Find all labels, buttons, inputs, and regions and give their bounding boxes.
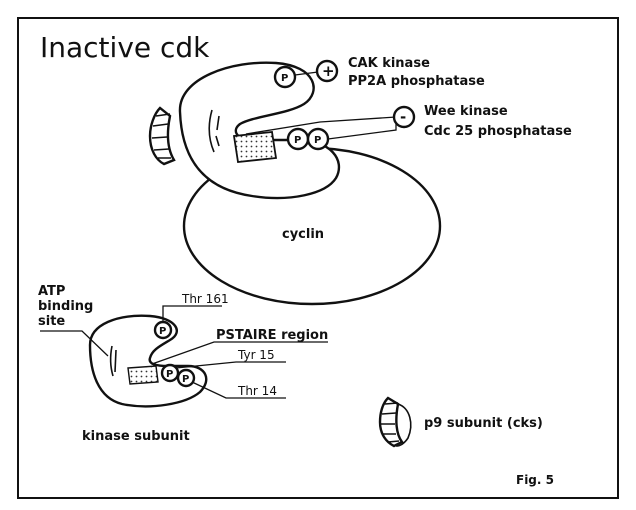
activator-plus-icon: + [317, 61, 337, 81]
svg-text:-: - [400, 108, 406, 126]
atp-label-line3: site [38, 314, 65, 329]
phospho-thr14-top: P [308, 129, 328, 149]
p9-barrel-icon [380, 398, 411, 446]
wee-kinase-label: Wee kinase [424, 104, 508, 119]
p9-barrel-top [150, 108, 174, 164]
svg-text:P: P [166, 369, 173, 380]
svg-text:P: P [281, 73, 288, 84]
cyclin-label: cyclin [282, 227, 324, 242]
phospho-tyr15-top: P [288, 129, 308, 149]
tyr15-label: Tyr 15 [237, 348, 275, 362]
svg-text:P: P [159, 326, 166, 337]
cdc25-phosphatase-label: Cdc 25 phosphatase [424, 124, 572, 139]
atp-label-line2: binding [38, 299, 93, 314]
substrate-block [234, 132, 276, 162]
substrate-block-small [128, 366, 158, 384]
p9-subunit-legend: p9 subunit (cks) [380, 398, 543, 446]
phospho-thr14: P [178, 370, 194, 386]
inhibitor-minus-icon: - [394, 107, 414, 127]
pp2a-phosphatase-label: PP2A phosphatase [348, 74, 485, 89]
svg-text:P: P [182, 374, 189, 385]
page-title: Inactive cdk [40, 31, 210, 64]
kinase-subunit-label: kinase subunit [82, 429, 190, 444]
kinase-subunit-diagram: P P P ATP binding site Thr 161 PSTAIRE r… [38, 284, 328, 444]
thr161-label: Thr 161 [181, 292, 229, 306]
svg-text:P: P [314, 135, 321, 146]
pstaire-label: PSTAIRE region [216, 328, 328, 343]
inactive-cdk-complex: cyclin P P P + CAK [150, 56, 572, 304]
svg-text:P: P [294, 135, 301, 146]
thr14-label: Thr 14 [237, 384, 277, 398]
figure-label: Fig. 5 [516, 473, 554, 487]
phospho-thr161-top: P [275, 67, 295, 87]
kinase-subunit-small-shape [90, 316, 206, 407]
atp-binding-slot-small-inner [115, 350, 116, 372]
phospho-thr161: P [155, 322, 171, 338]
cak-kinase-label: CAK kinase [348, 56, 430, 71]
phospho-tyr15: P [162, 365, 178, 381]
atp-label-line1: ATP [38, 284, 65, 299]
svg-text:+: + [322, 62, 335, 80]
thr161-leader [163, 306, 222, 322]
p9-subunit-label: p9 subunit (cks) [424, 416, 543, 431]
